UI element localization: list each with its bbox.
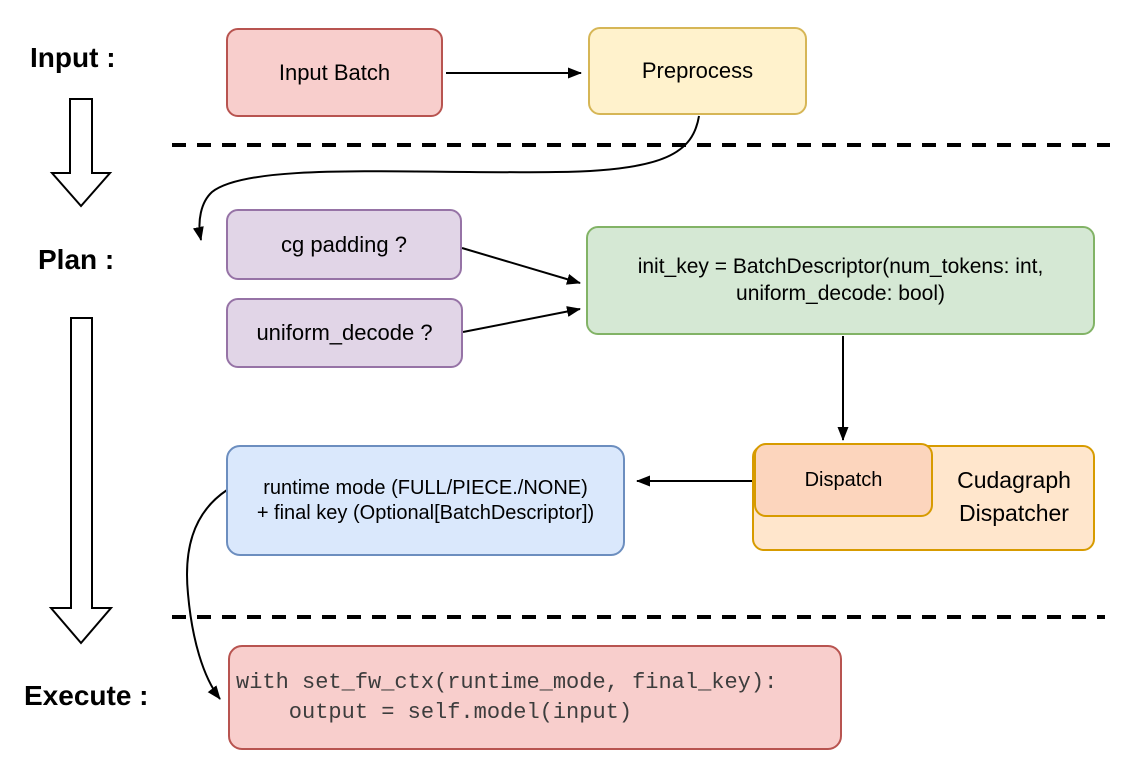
- node-init-key: init_key = BatchDescriptor(num_tokens: i…: [586, 226, 1095, 335]
- node-init-key-line1: init_key = BatchDescriptor(num_tokens: i…: [637, 255, 1044, 279]
- arrow-uniform-decode-to-init-key: [462, 306, 581, 333]
- arrow-preprocess-to-cg-padding: [192, 115, 700, 241]
- cudagraph-dispatcher-line1: Cudagraph: [957, 467, 1071, 493]
- arrow-cg-padding-to-init-key: [461, 247, 581, 285]
- node-cg-padding-label: cg padding ?: [281, 231, 407, 257]
- stage-label-input: Input :: [30, 42, 116, 73]
- node-init-key-line2: uniform_decode: bool): [736, 281, 945, 305]
- node-dispatch-label: Dispatch: [804, 468, 883, 491]
- stage-arrow-input-to-plan-icon: [49, 98, 113, 208]
- node-uniform-decode-label: uniform_decode ?: [256, 320, 433, 346]
- node-runtime-line1: runtime mode (FULL/PIECE./NONE): [263, 476, 588, 499]
- stage-label-plan: Plan :: [38, 244, 115, 275]
- node-cg-padding: cg padding ?: [226, 209, 462, 280]
- node-execute-code: with set_fw_ctx(runtime_mode, final_key)…: [228, 645, 842, 750]
- node-input-batch-label: Input Batch: [278, 59, 391, 85]
- arrow-runtime-mode-to-execute-code: [186, 489, 228, 700]
- node-dispatch: Dispatch: [754, 443, 933, 517]
- node-input-batch: Input Batch: [226, 28, 443, 117]
- node-uniform-decode: uniform_decode ?: [226, 298, 463, 368]
- node-preprocess-label: Preprocess: [641, 58, 754, 84]
- node-runtime-line2: + final key (Optional[BatchDescriptor]): [256, 501, 595, 524]
- cudagraph-dispatcher-caption: Cudagraph Dispatcher: [935, 464, 1093, 531]
- execute-code-line1: with set_fw_ctx(runtime_mode, final_key)…: [236, 670, 778, 696]
- stage-arrow-plan-to-execute-icon: [48, 317, 114, 645]
- execute-code-line2: output = self.model(input): [236, 699, 633, 725]
- cudagraph-dispatcher-line2: Dispatcher: [959, 500, 1069, 527]
- node-runtime-mode: runtime mode (FULL/PIECE./NONE) + final …: [226, 445, 625, 556]
- stage-label-execute: Execute :: [24, 680, 149, 711]
- node-preprocess: Preprocess: [588, 27, 807, 115]
